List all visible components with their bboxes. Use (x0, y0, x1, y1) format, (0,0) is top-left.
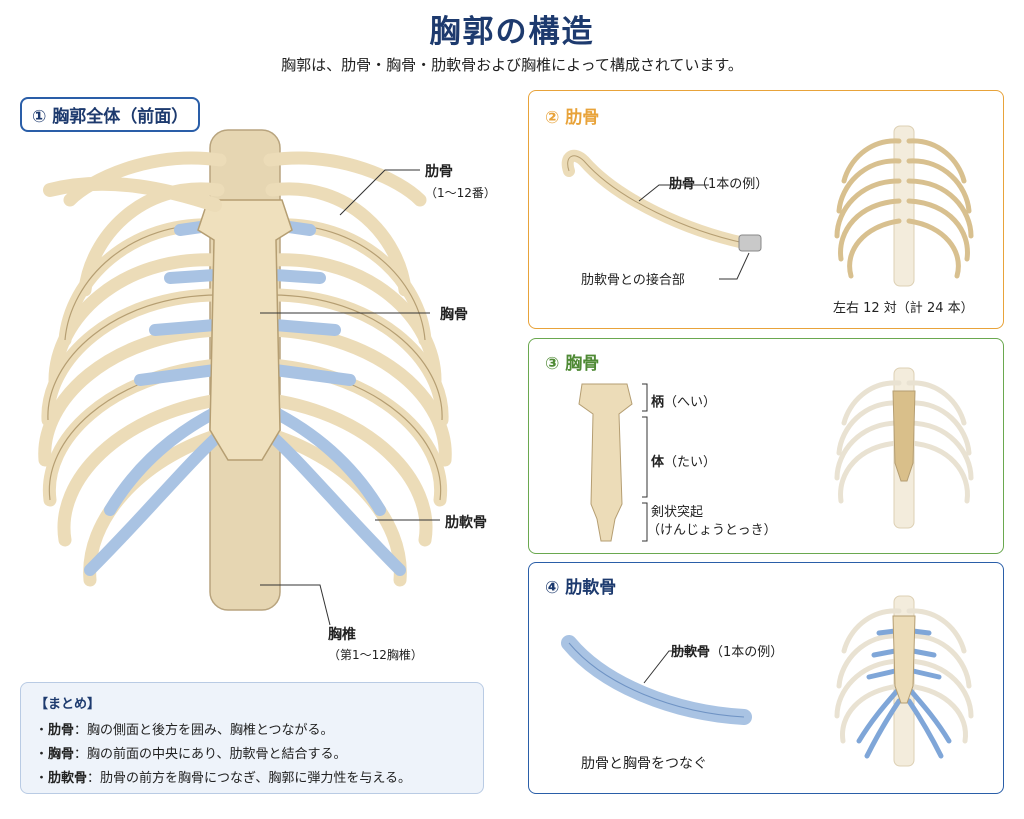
label-rib: 肋骨 (425, 164, 453, 180)
panel-costal-cartilage: ④ 肋軟骨 肋軟骨（1本の例） 肋骨と胸骨をつなぐ (528, 562, 1004, 794)
summary-item-sternum: ・胸骨：胸の前面の中央にあり、肋軟骨と結合する。 (35, 747, 347, 762)
label-rib-range: （1〜12番） (425, 186, 496, 200)
ribcage-cartilage-highlight (834, 595, 974, 767)
label-thoracic-vertebra: 胸椎 (328, 627, 356, 643)
summary-heading: 【まとめ】 (35, 697, 101, 712)
panel-sternum: ③ 胸骨 柄（へい） 体（たい） 剣状突起 （けんじょうとっき） (528, 338, 1004, 554)
clavicle (43, 176, 222, 212)
panel-rib: ② 肋骨 肋骨（1本の例） 肋軟骨との接合部 左右 12 対（計 24 本） (528, 90, 1004, 329)
sternum-part-body: 体（たい） (651, 455, 717, 470)
summary-box: 【まとめ】 ・肋骨：胸の側面と後方を囲み、胸椎とつながる。 ・胸骨：胸の前面の中… (20, 682, 484, 794)
label-sternum: 胸骨 (440, 307, 468, 323)
ribcage-illustration (38, 129, 452, 626)
label-costal-cartilage: 肋軟骨 (445, 515, 487, 531)
summary-item-rib: ・肋骨：胸の側面と後方を囲み、胸椎とつながる。 (35, 723, 334, 738)
sternum-part-xiphoid: 剣状突起 (651, 505, 704, 520)
sternum-part-manubrium: 柄（へい） (651, 395, 717, 410)
page-title: 胸郭の構造 (429, 14, 595, 50)
panel-rib-count: 左右 12 対（計 24 本） (833, 301, 974, 316)
panel-rib-label: 肋骨（1本の例） (669, 177, 769, 192)
panel-cartilage-label: 肋軟骨（1本の例） (671, 645, 784, 660)
panel-cartilage-title: ④ 肋軟骨 (545, 578, 617, 598)
sternum-illustration (578, 383, 648, 542)
panel-rib-title: ② 肋骨 (545, 108, 600, 128)
label-vertebra-range: （第1〜12胸椎） (328, 648, 423, 662)
page-subtitle: 胸郭は、肋骨・胸骨・肋軟骨および胸椎によって構成されています。 (281, 56, 743, 74)
sternum (197, 199, 293, 461)
ribcage-ribs-highlight (834, 125, 974, 287)
leader-lines (260, 169, 440, 626)
section-tag-overview: ① 胸郭全体（前面） (20, 97, 201, 132)
panel-cartilage-caption: 肋骨と胸骨をつなぐ (581, 756, 707, 772)
ribcage-sternum-highlight (834, 367, 974, 529)
sternum-part-xiphoid-reading: （けんじょうとっき） (647, 523, 777, 538)
costal-cartilage (84, 219, 406, 576)
single-rib-illustration (561, 149, 762, 280)
panel-rib-joint-label: 肋軟骨との接合部 (581, 273, 685, 288)
summary-item-cartilage: ・肋軟骨：肋骨の前方を胸骨につなぎ、胸郭に弾力性を与える。 (35, 771, 411, 786)
single-cartilage-illustration (561, 635, 752, 725)
panel-sternum-title: ③ 胸骨 (545, 354, 600, 374)
